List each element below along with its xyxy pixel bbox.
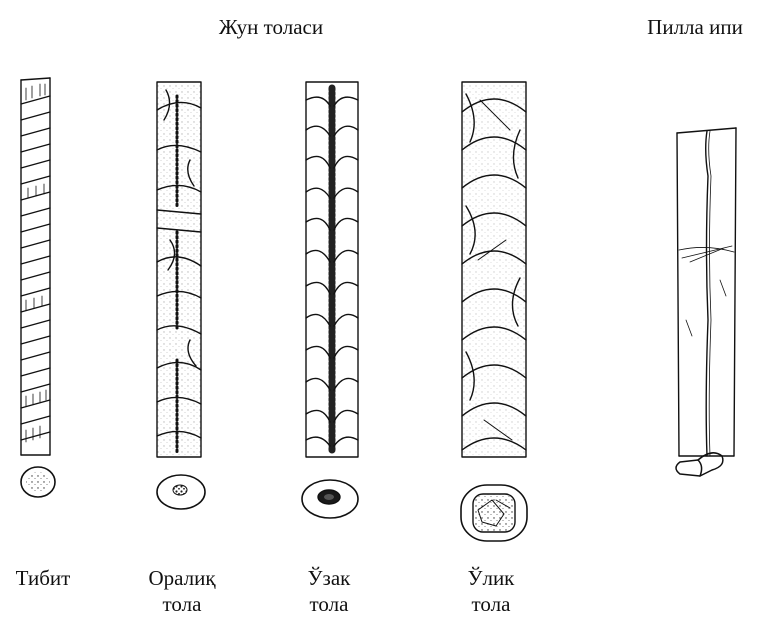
silk-thread-drawing <box>676 128 736 476</box>
fiber-label-intermediate-line1: Оралиқ <box>132 565 232 591</box>
fiber-label-down-line1: Тибит <box>0 565 86 591</box>
down-fiber-drawing <box>21 78 55 497</box>
fiber-label-intermediate: Оралиқ тола <box>132 565 232 617</box>
fiber-label-dead-line2: тола <box>446 591 536 617</box>
fiber-label-intermediate-line2: тола <box>132 591 232 617</box>
medullated-fiber-drawing <box>302 82 358 518</box>
fiber-label-down: Тибит <box>0 565 86 591</box>
fiber-label-dead-line1: Ўлик <box>446 565 536 591</box>
fiber-label-medullated-line1: Ўзак <box>284 565 374 591</box>
dead-fiber-drawing <box>461 82 527 541</box>
fiber-label-medullated-line2: тола <box>284 591 374 617</box>
intermediate-fiber-drawing <box>157 82 205 509</box>
fiber-label-medullated: Ўзак тола <box>284 565 374 617</box>
fiber-label-dead: Ўлик тола <box>446 565 536 617</box>
